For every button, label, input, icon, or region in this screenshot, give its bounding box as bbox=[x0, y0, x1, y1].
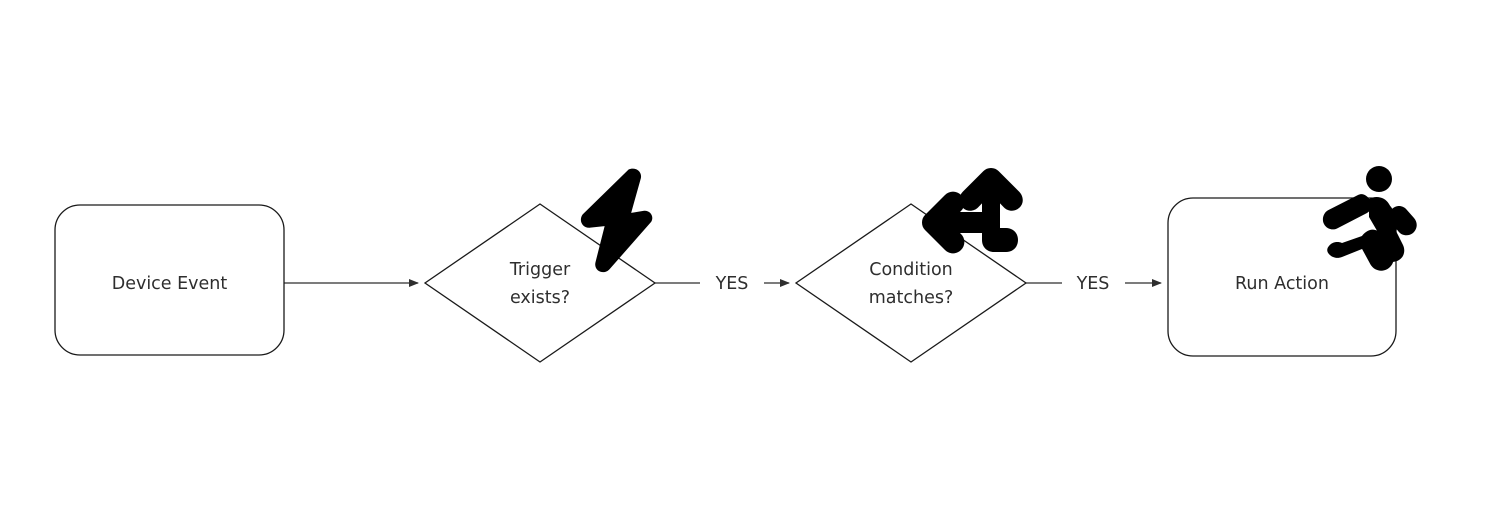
device-event-label: Device Event bbox=[112, 274, 228, 294]
node-device-event[interactable]: Device Event bbox=[54, 204, 285, 356]
node-trigger-exists[interactable]: Trigger exists? bbox=[423, 203, 657, 363]
edge-condition-action: YES bbox=[1026, 274, 1162, 294]
run-action-label: Run Action bbox=[1235, 274, 1329, 294]
trigger-exists-label-line2: exists? bbox=[510, 288, 570, 308]
node-condition-matches[interactable]: Condition matches? bbox=[794, 203, 1028, 363]
running-person-icon bbox=[1322, 166, 1417, 271]
edge-label-yes-1: YES bbox=[715, 274, 749, 294]
condition-matches-label-line1: Condition bbox=[869, 260, 953, 280]
condition-matches-label-line2: matches? bbox=[869, 288, 954, 308]
branch-arrow-icon bbox=[922, 168, 1023, 254]
run-action-box[interactable] bbox=[1167, 197, 1397, 357]
device-event-box[interactable] bbox=[54, 204, 285, 356]
node-run-action[interactable]: Run Action bbox=[1167, 197, 1397, 357]
edge-label-yes-2: YES bbox=[1076, 274, 1110, 294]
lightning-bolt-icon bbox=[580, 168, 653, 273]
condition-matches-diamond[interactable] bbox=[794, 203, 1028, 363]
trigger-exists-label-line1: Trigger bbox=[509, 260, 571, 280]
edge-trigger-condition: YES bbox=[655, 274, 790, 294]
